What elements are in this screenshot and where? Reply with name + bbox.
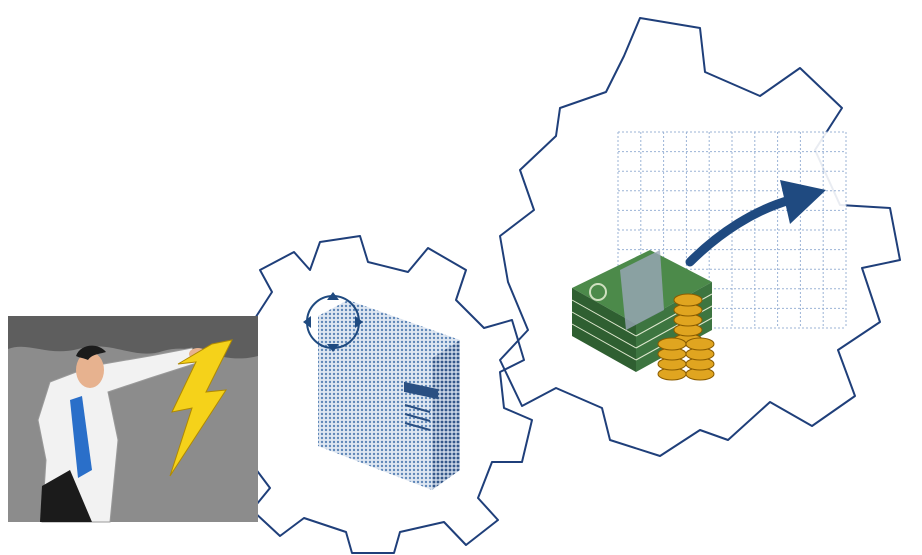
coin (674, 294, 702, 306)
coin (658, 338, 686, 350)
coin (686, 338, 714, 350)
server-tower-icon (318, 300, 460, 490)
